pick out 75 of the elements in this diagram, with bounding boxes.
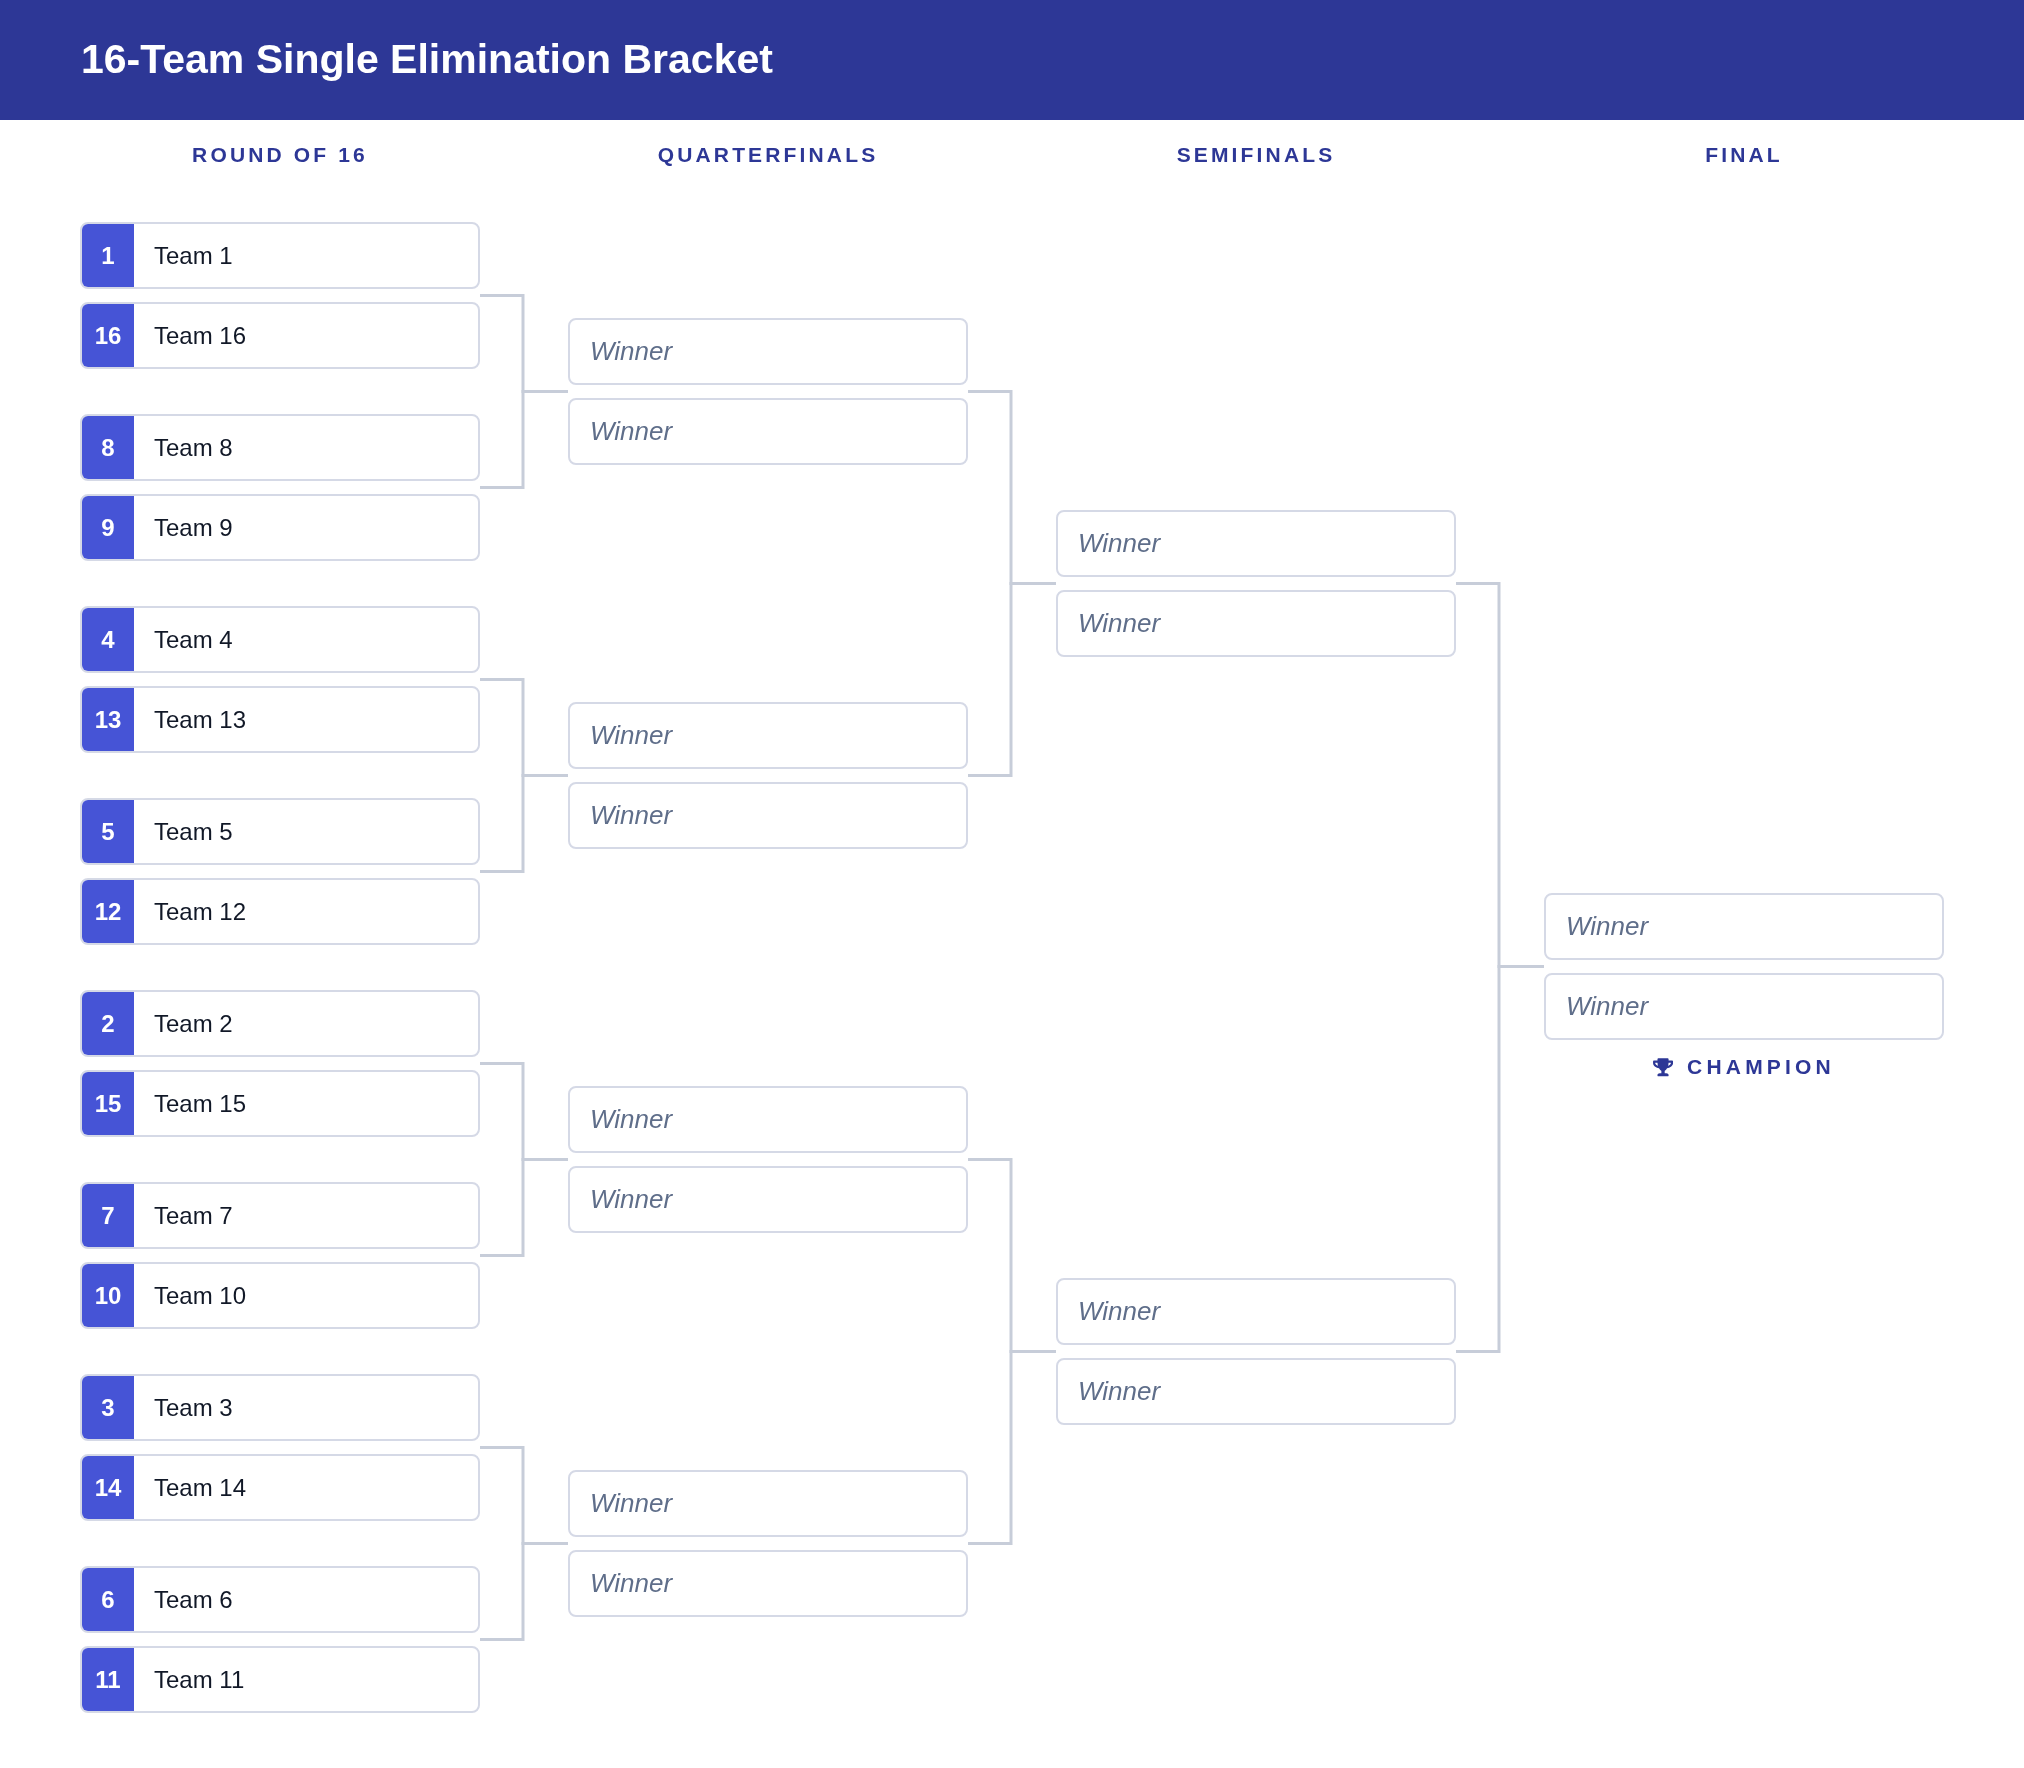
- team-name: Team 7: [153, 1200, 233, 1231]
- team-slot: [80, 798, 480, 865]
- seed-number: 3: [82, 1376, 134, 1439]
- seed-number: 15: [82, 1072, 134, 1135]
- team-name: Team 13: [153, 704, 247, 735]
- round-heading: FINAL: [1705, 142, 1783, 169]
- team-slot: [80, 606, 480, 673]
- team-name: Team 8: [153, 432, 233, 463]
- team-slot: [80, 1070, 480, 1137]
- team-slot: [80, 990, 480, 1057]
- round-heading: SEMIFINALS: [1176, 142, 1336, 169]
- bracket-line: [480, 1158, 568, 1257]
- winner-field: Winner: [568, 1166, 968, 1233]
- winner-field: Winner: [568, 318, 968, 385]
- winner-field: Winner: [568, 1086, 968, 1153]
- bracket-line: [968, 1350, 1056, 1545]
- seed-number: 1: [82, 224, 134, 287]
- team-name: Team 16: [153, 320, 247, 351]
- team-name: Team 6: [153, 1584, 233, 1615]
- seed-number: 11: [82, 1648, 134, 1711]
- winner-field: Winner: [1056, 1278, 1456, 1345]
- team-slot: [80, 686, 480, 753]
- winner-field: Winner: [1544, 973, 1944, 1040]
- team-name: Team 3: [153, 1392, 233, 1423]
- seed-number: 12: [82, 880, 134, 943]
- team-name: Team 11: [153, 1664, 245, 1695]
- seed-number: 14: [82, 1456, 134, 1519]
- seed-number: 13: [82, 688, 134, 751]
- winner-field: Winner: [1544, 893, 1944, 960]
- team-name: Team 12: [153, 896, 247, 927]
- team-slot: [80, 878, 480, 945]
- bracket-line: [1456, 965, 1544, 1353]
- winner-field: Winner: [568, 1470, 968, 1537]
- team-name: Team 2: [153, 1008, 233, 1039]
- seed-number: 8: [82, 416, 134, 479]
- bracket-line: [968, 582, 1056, 777]
- page-title: 16-Team Single Elimination Bracket: [81, 35, 773, 85]
- champion-caption: CHAMPION: [1687, 1054, 1835, 1081]
- winner-field: Winner: [1056, 590, 1456, 657]
- seed-number: 10: [82, 1264, 134, 1327]
- team-name: Team 9: [153, 512, 233, 543]
- seed-number: 5: [82, 800, 134, 863]
- seed-number: 2: [82, 992, 134, 1055]
- round-heading: ROUND OF 16: [192, 142, 368, 169]
- team-name: Team 15: [153, 1088, 247, 1119]
- winner-field: Winner: [568, 702, 968, 769]
- seed-number: 16: [82, 304, 134, 367]
- seed-number: 9: [82, 496, 134, 559]
- team-slot: [80, 1454, 480, 1521]
- winner-field: Winner: [1056, 510, 1456, 577]
- team-slot: [80, 1374, 480, 1441]
- bracket-line: [480, 774, 568, 873]
- round-heading: QUARTERFINALS: [657, 142, 879, 169]
- winner-field: Winner: [568, 398, 968, 465]
- team-slot: [80, 494, 480, 561]
- seed-number: 6: [82, 1568, 134, 1631]
- team-slot: [80, 302, 480, 369]
- team-slot: [80, 1646, 480, 1713]
- seed-number: 4: [82, 608, 134, 671]
- winner-field: Winner: [568, 782, 968, 849]
- team-name: Team 4: [153, 624, 233, 655]
- team-slot: [80, 1566, 480, 1633]
- team-slot: [80, 222, 480, 289]
- seed-number: 7: [82, 1184, 134, 1247]
- bracket-line: [480, 1542, 568, 1641]
- team-slot: [80, 1262, 480, 1329]
- bracket-line: [480, 390, 568, 489]
- team-name: Team 14: [153, 1472, 247, 1503]
- team-name: Team 10: [153, 1280, 247, 1311]
- winner-field: Winner: [1056, 1358, 1456, 1425]
- team-name: Team 5: [153, 816, 233, 847]
- team-slot: [80, 1182, 480, 1249]
- team-slot: [80, 414, 480, 481]
- winner-field: Winner: [568, 1550, 968, 1617]
- team-name: Team 1: [153, 240, 233, 271]
